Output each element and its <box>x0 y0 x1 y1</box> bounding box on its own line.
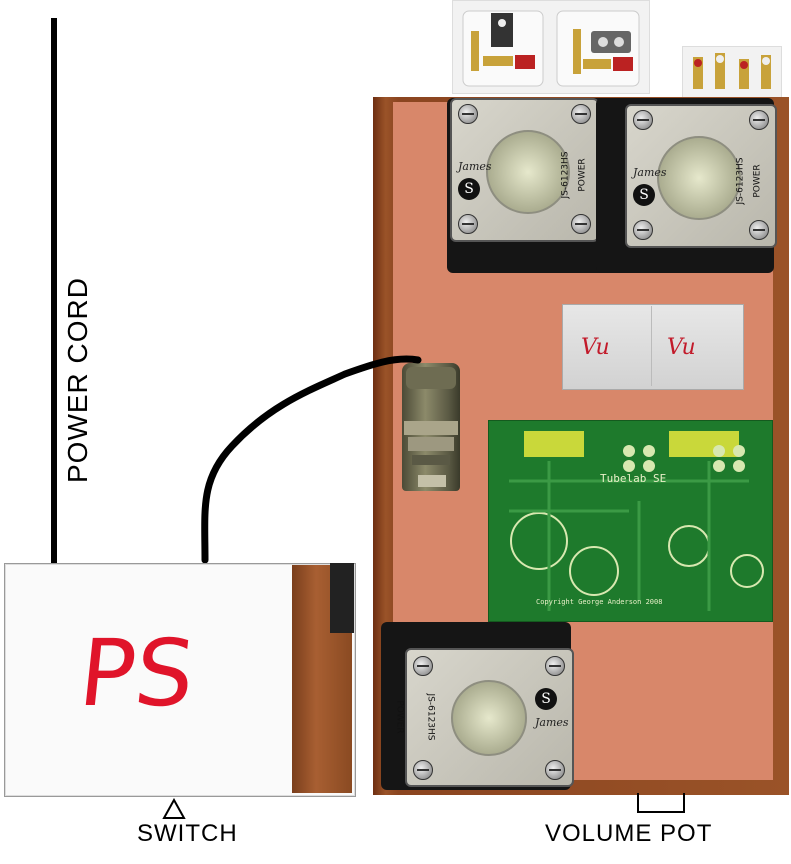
volume-pot-label: VOLUME POT <box>545 820 713 847</box>
screw-icon <box>633 110 653 130</box>
switch-label: SWITCH <box>137 820 238 847</box>
power-label: POWER <box>394 700 405 734</box>
vu-right-label: Vu <box>667 335 696 360</box>
screw-icon <box>413 760 433 780</box>
brand-badge-icon: S <box>458 178 480 200</box>
screw-icon <box>571 214 591 234</box>
screw-icon <box>458 104 478 124</box>
vu-divider <box>651 306 652 386</box>
screw-icon <box>571 104 591 124</box>
volume-pot-marker <box>637 793 685 813</box>
pcb-name-label: Tubelab SE <box>600 472 667 485</box>
brand-label: James <box>633 166 667 179</box>
ps-label: PS <box>74 620 200 727</box>
umbilical-connector <box>402 363 460 491</box>
left-transformer: S James JS-6123HS POWER <box>450 98 599 242</box>
brand-badge-icon: S <box>535 688 557 710</box>
model-label: JS-6123HS <box>425 693 436 741</box>
tube-socket <box>486 130 570 214</box>
tube-socket <box>657 136 741 220</box>
tube-socket <box>451 680 527 756</box>
power-cord-line <box>51 18 57 573</box>
vu-meter-window: Vu Vu <box>562 304 744 390</box>
pcb-copyright-label: Copyright George Anderson 2008 <box>536 598 663 606</box>
screw-icon <box>749 110 769 130</box>
vu-left-label: Vu <box>581 335 610 360</box>
screw-icon <box>458 214 478 234</box>
power-supply-dark-corner <box>330 563 354 633</box>
screw-icon <box>545 760 565 780</box>
screw-icon <box>633 220 653 240</box>
brand-label: James <box>458 160 492 173</box>
screw-icon <box>545 656 565 676</box>
switch-triangle-icon <box>162 798 186 819</box>
brand-label: James <box>535 716 569 729</box>
screw-icon <box>413 656 433 676</box>
rca-jacks-photo <box>682 46 782 98</box>
output-transformer: S James JS-6123HS POWER <box>395 648 574 787</box>
right-transformer: S James JS-6123HS POWER <box>625 104 777 248</box>
amplifier-pcb <box>488 420 773 622</box>
brand-badge-icon: S <box>633 184 655 206</box>
binding-posts-photo <box>452 0 650 94</box>
screw-icon <box>749 220 769 240</box>
